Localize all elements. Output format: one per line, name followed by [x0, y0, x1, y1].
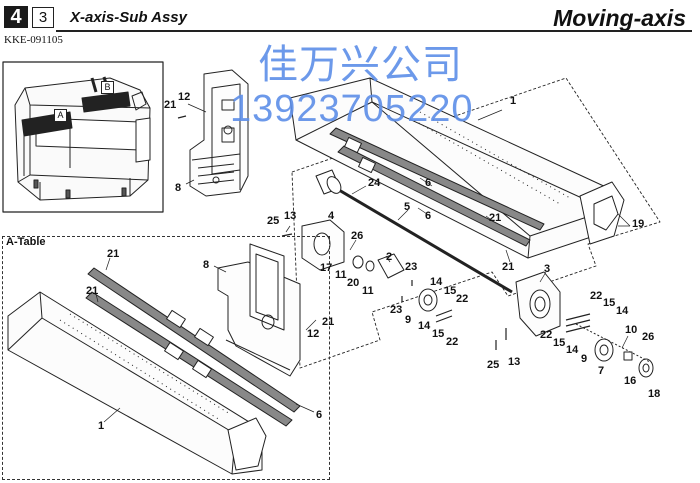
part-ball-screw [315, 169, 513, 294]
callout-9: 9 [405, 314, 412, 326]
section-number: 3 [32, 7, 54, 28]
callout-18: 18 [648, 388, 661, 400]
callout-4: 4 [328, 210, 335, 222]
header-rule [56, 30, 692, 32]
callout-14: 14 [418, 320, 431, 332]
callout-26: 26 [642, 331, 655, 343]
assembly-title: X-axis-Sub Assy [70, 9, 187, 26]
callout-20: 20 [347, 277, 360, 289]
callout-11: 11 [335, 269, 347, 281]
callout-12: 12 [178, 91, 191, 103]
part-carriage-plate-top [189, 69, 249, 197]
callout-3: 3 [544, 263, 551, 275]
callout-25: 25 [267, 215, 280, 227]
callout-22: 22 [446, 336, 459, 348]
callout-22: 22 [590, 290, 603, 302]
callout-12: 12 [307, 328, 320, 340]
callout-22: 22 [540, 329, 553, 341]
callout-24: 24 [368, 177, 381, 189]
leader-lines [95, 103, 631, 423]
callout-13: 13 [284, 210, 297, 222]
part-x-axis-beam-top [289, 77, 625, 259]
watermark-phone: 13923705220 [230, 88, 474, 130]
machine-overview [2, 61, 164, 213]
callout-15: 15 [444, 285, 457, 297]
callout-21: 21 [107, 248, 120, 260]
callout-8: 8 [203, 259, 210, 271]
callout-2: 2 [386, 251, 393, 263]
callout-14: 14 [616, 305, 629, 317]
callout-5: 5 [404, 201, 411, 213]
callout-8: 8 [175, 182, 182, 194]
callout-6: 6 [425, 210, 432, 222]
callout-21: 21 [164, 99, 177, 111]
callout-16: 16 [624, 375, 637, 387]
callout-23: 23 [390, 304, 403, 316]
callout-15: 15 [553, 337, 566, 349]
a-table-frame [2, 236, 330, 480]
overview-tag-b: B [101, 81, 114, 94]
callout-1: 1 [510, 95, 517, 107]
part-linear-guides-top [329, 127, 545, 247]
callout-21: 21 [322, 316, 335, 328]
part-x-axis-beam-a-table [7, 291, 267, 475]
callout-14: 14 [430, 276, 443, 288]
callout-22: 22 [456, 293, 469, 305]
document-code: KKE-091105 [4, 34, 63, 46]
callout-26: 26 [351, 230, 364, 242]
part-linear-guides-a-table [85, 267, 301, 427]
callout-21: 21 [502, 261, 515, 273]
callout-19: 19 [632, 218, 645, 230]
a-table-title: A-Table [6, 236, 46, 248]
callout-21: 21 [489, 212, 502, 224]
callout-13: 13 [508, 356, 521, 368]
callout-10: 10 [625, 324, 638, 336]
part-bearing-housing [301, 219, 438, 312]
callout-6: 6 [316, 409, 323, 421]
part-motor-bracket [515, 271, 561, 337]
overview-axis-b [81, 91, 131, 113]
callout-7: 7 [598, 365, 605, 377]
callout-1: 1 [98, 420, 105, 432]
part-screws [177, 115, 591, 350]
overview-tag-a: A [54, 109, 67, 122]
callout-15: 15 [603, 297, 616, 309]
section-title: Moving-axis [553, 5, 686, 31]
assembly-frame [291, 77, 661, 369]
callout-6: 6 [425, 177, 432, 189]
callout-21: 21 [86, 285, 99, 297]
part-carriage-plate-a-table [217, 243, 301, 377]
chapter-number: 4 [4, 6, 28, 28]
callout-15: 15 [432, 328, 445, 340]
callout-9: 9 [581, 353, 588, 365]
watermark-company: 佳万兴公司 [258, 43, 463, 87]
callout-17: 17 [320, 262, 333, 274]
callout-14: 14 [566, 344, 579, 356]
part-coupling-group [575, 323, 654, 378]
callout-25: 25 [487, 359, 500, 371]
callout-11: 11 [362, 285, 374, 297]
callout-23: 23 [405, 261, 418, 273]
